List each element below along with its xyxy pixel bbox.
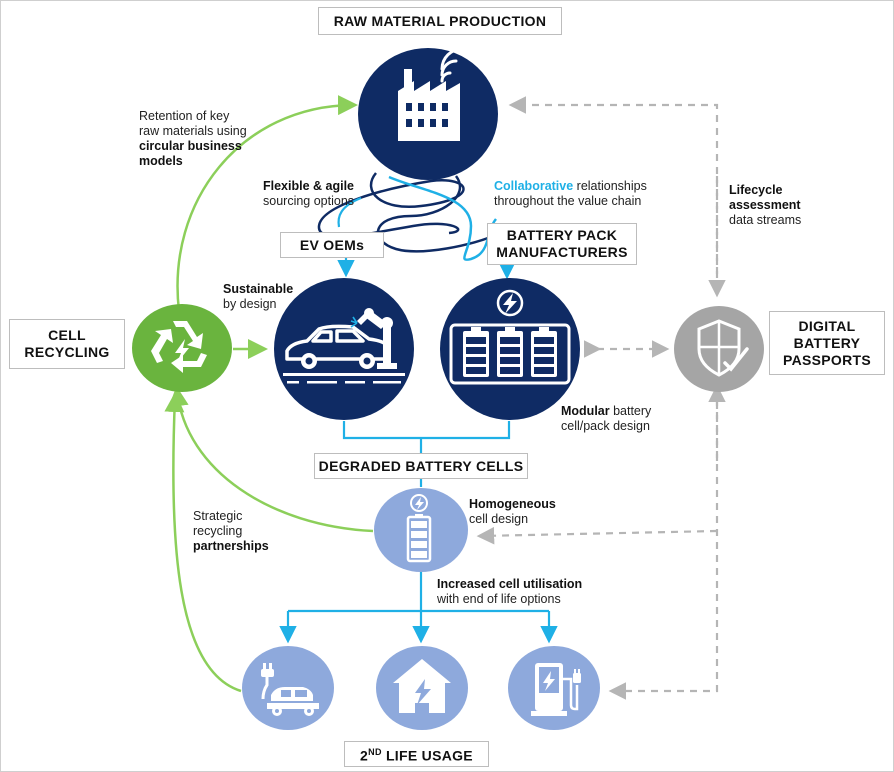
battery-cell-icon: [374, 488, 468, 572]
supply-line-to-ev: [337, 196, 362, 228]
degraded-cells-label: DEGRADED BATTERY CELLS: [318, 457, 524, 474]
ev-oems-box: EV OEMs: [280, 232, 384, 258]
electric-car-icon: [242, 646, 334, 730]
second-life-label: 2ND LIFE USAGE: [360, 746, 473, 764]
factory-icon: [358, 47, 498, 180]
digital-passports-label: DIGITAL BATTERY PASSPORTS: [782, 317, 871, 368]
bracket-to-degraded: [342, 421, 511, 455]
supply-tangle-cyan: [388, 175, 498, 261]
raw-material-label: RAW MATERIAL PRODUCTION: [333, 12, 547, 29]
dash-passport-to-charger: [608, 386, 719, 700]
cell-recycling-box: CELL RECYCLING: [9, 319, 125, 369]
dash-passport-to-cell: [476, 526, 718, 545]
shield-check-icon: [674, 306, 764, 392]
battery-pack-box: BATTERY PACK MANUFACTURERS: [487, 223, 637, 265]
note-increased: Increased cell utilisation with end of l…: [437, 577, 583, 606]
note-sustainable: Sustainable by design: [223, 282, 294, 311]
note-collaborative: Collaborative relationships throughout t…: [494, 179, 647, 208]
dash-passport-to-raw: [508, 96, 719, 291]
car-robot-arm-icon: [274, 278, 414, 420]
recycle-icon: [132, 304, 232, 392]
note-lifecycle: Lifecycle assessment data streams: [729, 183, 802, 227]
note-retention: Retention of key raw materials using cir…: [139, 109, 247, 168]
house-energy-icon: [376, 646, 468, 730]
digital-passports-box: DIGITAL BATTERY PASSPORTS: [769, 311, 885, 375]
note-strategic: Strategic recycling partnerships: [193, 509, 269, 553]
cell-recycling-label: CELL RECYCLING: [24, 327, 110, 360]
charging-station-icon: [508, 646, 600, 730]
battery-pack-label: BATTERY PACK MANUFACTURERS: [496, 227, 628, 260]
supply-tangle-navy-2: [376, 175, 502, 253]
green-arrow-to-raw-material: [176, 95, 358, 312]
ev-oems-label: EV OEMs: [299, 236, 365, 253]
note-homogeneous: Homogeneous cell design: [469, 497, 556, 526]
battery-pack-modules-icon: [440, 278, 580, 420]
note-flexible: Flexible & agile sourcing options: [263, 179, 355, 208]
green-arrow-from-cell: [168, 386, 374, 533]
supply-tangle-navy-1: [317, 172, 465, 238]
raw-material-box: RAW MATERIAL PRODUCTION: [318, 7, 562, 35]
degraded-cells-box: DEGRADED BATTERY CELLS: [314, 453, 528, 479]
green-arrow-from-2nd-life: [164, 392, 242, 693]
second-life-box: 2ND LIFE USAGE: [344, 741, 489, 767]
note-modular: Modular battery cell/pack design: [561, 404, 652, 433]
